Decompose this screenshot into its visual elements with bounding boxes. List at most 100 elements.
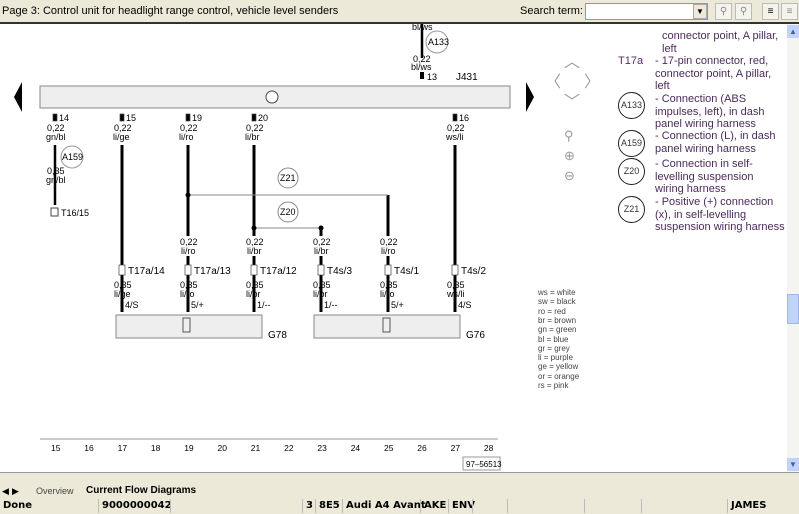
wire-color: li/ro xyxy=(380,289,395,299)
connector-terminal xyxy=(451,264,459,276)
wire-color: bl/ws xyxy=(412,24,433,32)
zoom-in-icon[interactable]: ⊕ xyxy=(564,148,575,163)
tab-prev-icon[interactable]: ◀ xyxy=(2,486,9,496)
connection-circle xyxy=(277,201,299,223)
track-number: 23 xyxy=(317,443,327,453)
pan-left-icon[interactable]: 〈 xyxy=(545,74,562,91)
find-prev-icon[interactable]: ⚲ xyxy=(715,3,732,20)
find-next-icon[interactable]: ⚲ xyxy=(735,3,752,20)
terminal-box xyxy=(50,207,59,217)
wire-size: 0,35 xyxy=(447,280,465,290)
track-number: 21 xyxy=(251,443,261,453)
track-number: 22 xyxy=(284,443,294,453)
connection-label: A133 xyxy=(428,37,449,47)
color-code: ro = red xyxy=(538,306,566,316)
wire-color: li/ro xyxy=(381,246,396,256)
status-empty xyxy=(170,499,300,513)
wire-size: 0,22 xyxy=(447,123,465,133)
wire-color: ws/li xyxy=(445,132,464,142)
wire-color: li/br xyxy=(245,132,260,142)
color-code: gn = green xyxy=(538,325,577,335)
connection-label: A159 xyxy=(62,152,83,162)
legend-desc: connector point, A pillar, left xyxy=(662,30,779,55)
status-empty xyxy=(584,499,641,513)
pan-up-icon[interactable]: ︿ xyxy=(564,54,581,71)
color-code: rs = pink xyxy=(538,381,569,390)
vertical-scrollbar[interactable]: ▲ ▼ xyxy=(787,24,799,472)
toc-in-icon[interactable]: ≡ xyxy=(762,3,779,20)
wire-size: 0,35 xyxy=(114,280,132,290)
connector-terminal xyxy=(384,264,392,276)
potentiometer-symbol xyxy=(182,317,191,333)
connection-circle xyxy=(60,145,84,169)
search-input[interactable] xyxy=(585,3,708,20)
pin-terminal xyxy=(52,113,58,122)
track-number: 25 xyxy=(384,443,394,453)
connector-terminal xyxy=(317,264,325,276)
scroll-down-button[interactable]: ▼ xyxy=(787,458,799,471)
color-code: gr = grey xyxy=(538,343,570,353)
pin-number: 16 xyxy=(459,113,469,123)
junction-dot xyxy=(185,192,191,198)
pin-label: 4/S xyxy=(125,300,139,310)
wire-color: li/ge xyxy=(114,289,131,299)
tab-next-icon[interactable]: ▶ xyxy=(12,486,19,496)
wire-size: 0,22 xyxy=(47,123,65,133)
legend-code: A159 xyxy=(618,130,645,157)
control-unit-label: J431 xyxy=(456,72,478,83)
scroll-thumb[interactable] xyxy=(787,294,799,324)
zoom-out-icon[interactable]: ⊖ xyxy=(564,168,575,183)
terminal-label: T16/15 xyxy=(61,208,89,218)
wire-color: li/br xyxy=(314,246,329,256)
wire-color: li/ge xyxy=(113,132,130,142)
track-number: 26 xyxy=(417,443,427,453)
scroll-right-arrow[interactable] xyxy=(526,82,534,112)
color-code: li = purple xyxy=(538,353,573,363)
sender-g78-box xyxy=(115,314,263,339)
pin-terminal xyxy=(251,113,257,122)
wire-color: gn/bl xyxy=(46,132,66,142)
legend-code: A133 xyxy=(618,92,645,119)
wire-color: li/br xyxy=(313,289,328,299)
pin-number: 13 xyxy=(427,72,437,82)
connector-terminal xyxy=(250,264,258,276)
track-number: 27 xyxy=(451,443,461,453)
pan-down-icon[interactable]: ﹀ xyxy=(564,94,581,111)
status-bar: Done 9000000042 3 8E5 Audi A4 Avant AKE … xyxy=(0,497,799,514)
junction-dot xyxy=(251,225,257,231)
scroll-up-button[interactable]: ▲ xyxy=(787,25,799,38)
status-field: 3 xyxy=(302,499,313,513)
tab-overview[interactable]: Overview xyxy=(36,486,74,496)
toc-out-icon[interactable]: ≡ xyxy=(781,3,798,20)
wire-size: 0,22 xyxy=(380,237,398,247)
status-user: JAMES xyxy=(727,499,766,513)
junction-dot xyxy=(318,225,324,231)
legend-code: T17a xyxy=(618,55,644,67)
pan-right-icon[interactable]: 〉 xyxy=(584,74,601,91)
status-field: ENV xyxy=(448,499,475,513)
sender-label: G78 xyxy=(268,330,287,341)
pin-number: 15 xyxy=(126,113,136,123)
color-code: bl = blue xyxy=(538,334,569,344)
connector-label: T4s/1 xyxy=(394,266,419,277)
wire-size: 0,35 xyxy=(380,280,398,290)
tab-current-flow-diagrams[interactable]: Current Flow Diagrams xyxy=(86,485,197,496)
scroll-left-arrow[interactable] xyxy=(14,82,22,112)
color-code: br = brown xyxy=(538,315,577,325)
legend-code: Z21 xyxy=(618,196,645,223)
legend-desc: - Connection in self-levelling suspensio… xyxy=(655,158,754,195)
zoom-fit-icon[interactable]: ⚲ xyxy=(564,128,574,143)
pin-label: 4/S xyxy=(458,300,472,310)
pin-terminal xyxy=(420,72,424,79)
status-state: Done xyxy=(3,500,33,511)
wire-color: li/br xyxy=(246,289,261,299)
track-number: 28 xyxy=(484,443,494,453)
wire-size: 0,35 xyxy=(246,280,264,290)
pin-number: 14 xyxy=(59,113,69,123)
search-dropdown-button[interactable]: ▼ xyxy=(693,4,707,19)
wire-size: 0,22 xyxy=(180,237,198,247)
drawing-number: 97–56513 xyxy=(466,460,502,469)
legend-desc: - Connection (ABS impulses, left), in da… xyxy=(655,93,765,130)
wire-color: ws/li xyxy=(446,289,465,299)
